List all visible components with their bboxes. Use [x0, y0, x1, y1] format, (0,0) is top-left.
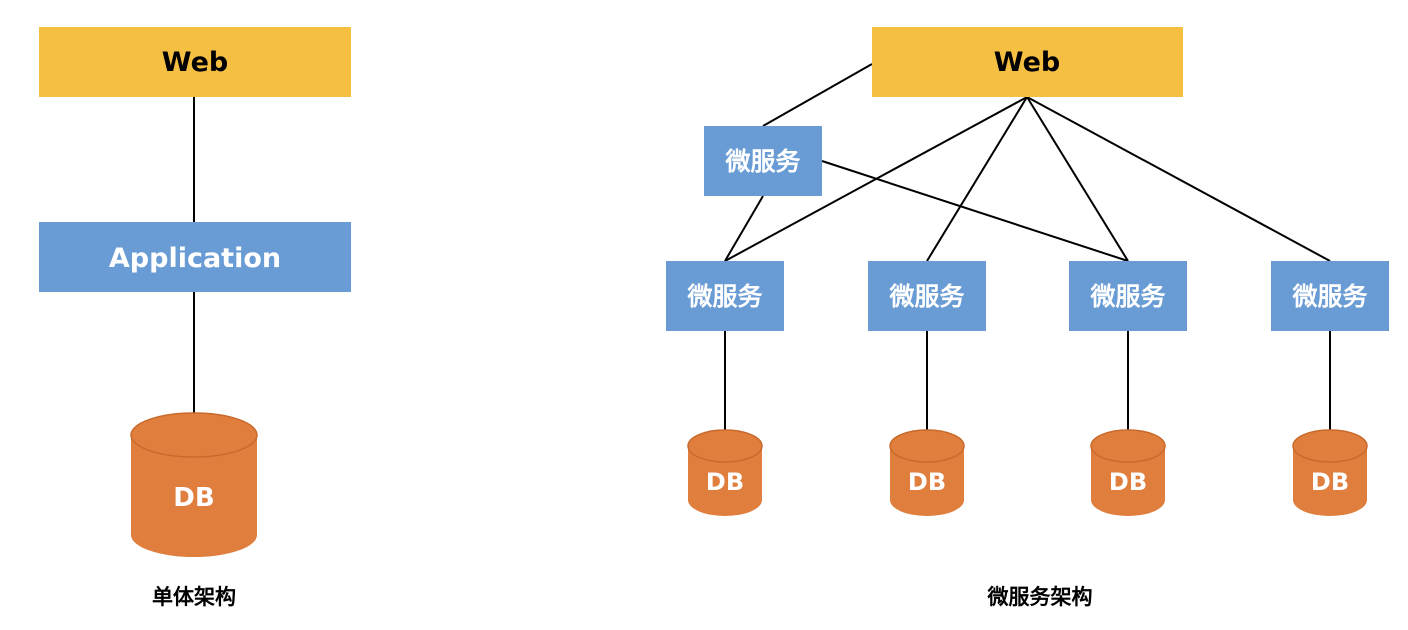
microservice-connectors [724, 63, 1331, 432]
microservice-label: 微服务 [888, 282, 964, 311]
monolith-caption: 单体架构 [152, 585, 236, 609]
web-to-ms2-edge [926, 96, 1028, 262]
monolith-web-node: Web [39, 27, 351, 97]
monolith-web-label: Web [162, 47, 228, 78]
microservice-node-4: 微服务 [1271, 261, 1389, 331]
db-label: DB [1311, 468, 1349, 496]
monolith-app-label: Application [109, 243, 281, 274]
microservice-db-3: DB [1090, 429, 1166, 516]
monolith-db-node: DB [130, 412, 258, 557]
microservice-db-1: DB [687, 429, 763, 516]
db-label: DB [908, 468, 946, 496]
ms0-to-ms1-edge [724, 195, 764, 262]
microservice-db-2: DB [889, 429, 965, 516]
web-to-ms3-edge [1026, 96, 1129, 262]
db-label: DB [1109, 468, 1147, 496]
microservice-node-3: 微服务 [1069, 261, 1187, 331]
web-to-ms0-edge [762, 63, 873, 127]
microservice-label: 微服务 [686, 282, 762, 311]
microservice-node-top: 微服务 [704, 126, 822, 196]
web-to-ms4-edge [1026, 96, 1331, 262]
monolith-app-node: Application [39, 222, 351, 292]
microservice-label: 微服务 [724, 147, 800, 176]
microservice-node-1: 微服务 [666, 261, 784, 331]
microservice-label: 微服务 [1291, 282, 1367, 311]
microservices-caption: 微服务架构 [987, 585, 1093, 609]
db-label: DB [706, 468, 744, 496]
microservice-label: 微服务 [1089, 282, 1165, 311]
microservice-db-4: DB [1292, 429, 1368, 516]
ms0-to-ms3-edge [821, 160, 1129, 262]
microservice-web-label: Web [994, 47, 1060, 78]
microservice-node-2: 微服务 [868, 261, 986, 331]
monolith-db-label: DB [173, 483, 214, 513]
microservice-web-node: Web [872, 27, 1183, 97]
